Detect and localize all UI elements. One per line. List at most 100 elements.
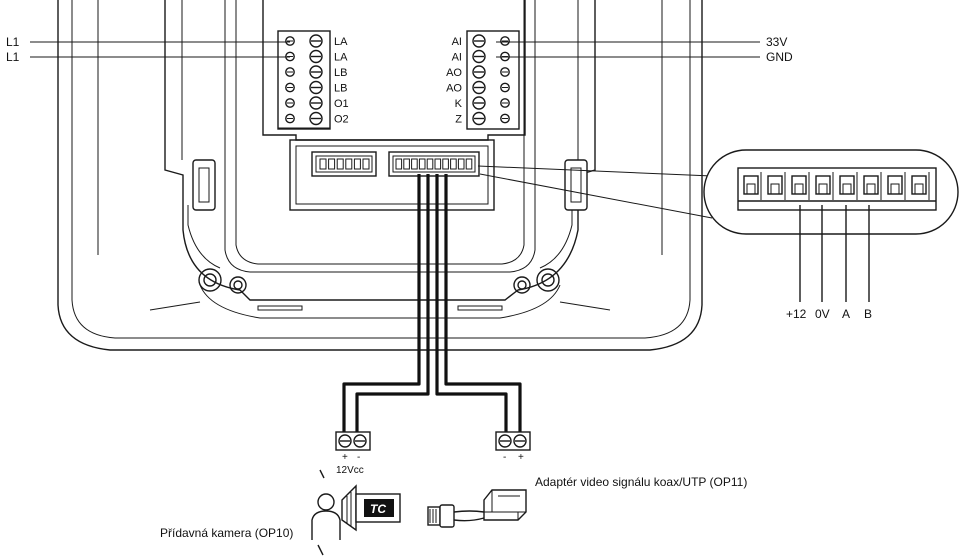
connector-pin (403, 158, 410, 170)
connector-pin (319, 158, 327, 170)
zoom-cell (791, 172, 810, 200)
terminal-screw-icon (500, 113, 510, 124)
zoom-cell (743, 172, 762, 200)
right-terminal-row: AO (446, 65, 510, 79)
pin-label-plus12: +12 (786, 307, 807, 321)
left-terminal-label: LB (334, 67, 347, 79)
zoom-cell (767, 172, 786, 200)
camera-icon (311, 469, 401, 556)
wire-label-l1-a: L1 (6, 35, 20, 49)
zoom-connector-cells (743, 172, 930, 200)
terminal-screw-icon (309, 111, 323, 126)
zoom-cell (839, 172, 858, 200)
left-terminal-row: LA (285, 49, 348, 64)
left-terminal-label: LB (334, 83, 347, 95)
terminal-screw-icon (285, 113, 295, 124)
terminal-screw-icon (285, 36, 295, 46)
video-plus-mark: + (518, 452, 524, 463)
camera-logo: TC (370, 502, 386, 516)
left-terminal-label: O2 (334, 114, 349, 126)
power-plus-mark: + (342, 452, 348, 463)
right-terminal-label: AI (452, 52, 462, 64)
connector-pin (362, 158, 370, 170)
connector-pin (328, 158, 336, 170)
right-terminal-label: K (455, 98, 463, 110)
terminal-screw-icon (309, 96, 323, 110)
connector-pin (426, 158, 434, 170)
power-terminal (335, 431, 371, 451)
adapter-label: Adaptér video signálu koax/UTP (OP11) (535, 475, 747, 489)
left-terminal-label: LA (334, 52, 348, 64)
left-terminal-label: LA (334, 36, 348, 48)
external-wires (30, 41, 760, 58)
wire-label-33v: 33V (766, 35, 787, 49)
zoom-cell (863, 172, 882, 200)
right-terminal-row: AI (452, 34, 510, 48)
connector-pin (345, 158, 353, 170)
zoom-cell (887, 172, 906, 200)
connector-zoom-callout (477, 149, 959, 235)
terminal-screw-icon (500, 67, 510, 77)
left-terminal-row: LB (285, 65, 347, 79)
terminal-screw-icon (309, 65, 323, 79)
terminal-screw-icon (472, 96, 486, 110)
main-connector (388, 151, 480, 177)
connector-pin (395, 158, 403, 170)
connector-pin-leads (799, 205, 870, 302)
wire-label-gnd: GND (766, 50, 793, 64)
left-terminal-row: LA (285, 34, 348, 48)
power-label: 12Vcc (336, 465, 364, 476)
terminal-screw-icon (285, 67, 295, 77)
right-terminal-row: K (455, 96, 510, 110)
left-terminal-block (277, 30, 331, 130)
connector-pin (418, 158, 426, 170)
terminal-screw-icon (500, 98, 510, 108)
right-terminal-row: Z (455, 111, 510, 126)
small-connector-pins (319, 158, 370, 170)
right-terminal-label: Z (455, 114, 462, 126)
left-terminal-row: O2 (285, 111, 349, 126)
connector-pin (336, 158, 344, 170)
connector-pin (353, 158, 361, 170)
pin-label-b: B (864, 307, 872, 321)
connector-pin (434, 158, 442, 170)
right-terminal-rows: AI AI AO AO KZ (446, 34, 510, 126)
camera-label: Přídavná kamera (OP10) (160, 526, 293, 540)
video-terminal (495, 431, 531, 451)
right-terminal-label: AI (452, 36, 462, 48)
adapter-icon (427, 489, 527, 528)
terminal-screw-icon (309, 34, 323, 48)
right-terminal-label: AO (446, 83, 462, 95)
main-connector-pins (395, 158, 473, 170)
zoom-cell (911, 172, 930, 200)
left-terminal-row: LB (285, 80, 347, 95)
cables (342, 174, 522, 434)
terminal-screw-icon (472, 65, 486, 79)
terminal-screw-icon (309, 80, 323, 95)
terminal-screw-icon (309, 49, 323, 64)
right-terminal-block (466, 30, 520, 130)
small-connector (311, 151, 377, 177)
terminal-screw-icon (285, 82, 295, 93)
connector-pin (442, 158, 449, 170)
left-terminal-label: O1 (334, 98, 349, 110)
terminal-screw-icon (500, 82, 510, 93)
terminal-screw-icon (472, 80, 486, 95)
pin-label-0v: 0V (815, 307, 830, 321)
zoom-cell (815, 172, 834, 200)
terminal-screw-icon (500, 36, 510, 46)
power-minus-mark: - (357, 452, 360, 463)
connector-pin (457, 158, 465, 170)
terminal-screw-icon (285, 98, 295, 108)
device-housing (57, 0, 703, 351)
pin-label-a: A (842, 307, 850, 321)
right-terminal-label: AO (446, 67, 462, 79)
video-minus-mark: - (503, 452, 506, 463)
terminal-screw-icon (472, 111, 486, 126)
connector-pin (450, 158, 457, 170)
connector-pin (411, 158, 418, 170)
terminal-screw-icon (472, 49, 486, 64)
wire-label-l1-b: L1 (6, 50, 20, 64)
left-terminal-row: O1 (285, 96, 349, 110)
